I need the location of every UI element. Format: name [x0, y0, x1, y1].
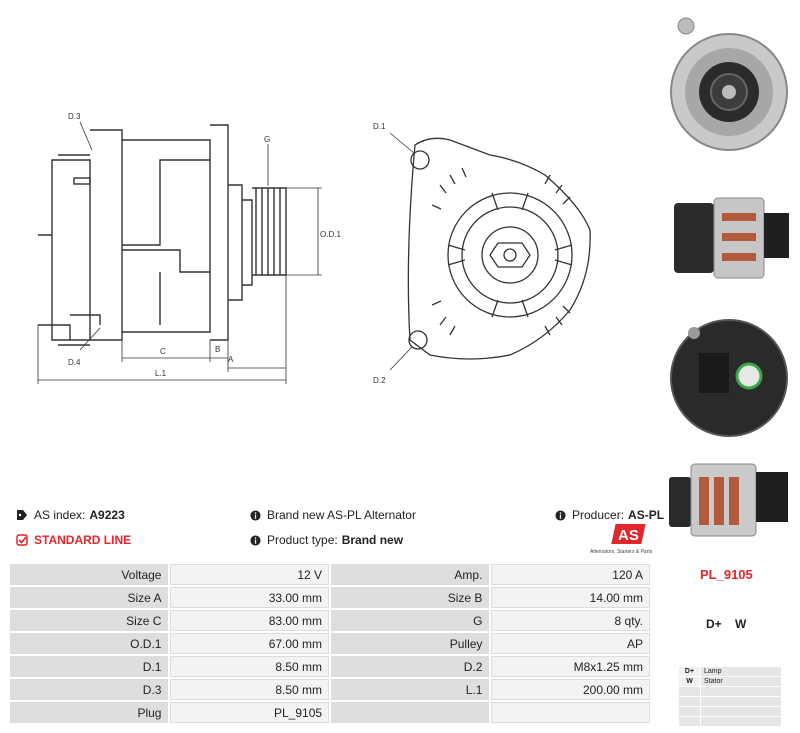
table-row: O.D.1 67.00 mm Pulley AP: [10, 633, 650, 654]
spec-label: L.1: [331, 679, 490, 700]
spec-label: Plug: [10, 702, 169, 723]
terminal-key: D+: [678, 666, 701, 677]
terminal-desc: [700, 706, 782, 717]
terminal-key: [678, 686, 701, 697]
standard-line-badge: STANDARD LINE: [16, 533, 131, 547]
label-c: C: [160, 347, 166, 356]
label-a: A: [228, 355, 234, 364]
spec-value: 8.50 mm: [170, 679, 330, 700]
description-row: Brand new AS-PL Alternator: [250, 508, 416, 522]
terminal-desc: Lamp: [700, 666, 782, 677]
spec-label: Pulley: [331, 633, 490, 654]
spec-label: Size B: [331, 587, 490, 608]
table-row: D.3 8.50 mm L.1 200.00 mm: [10, 679, 650, 700]
terminals-title: D+ W: [706, 617, 747, 631]
spec-value: 8 qty.: [491, 610, 650, 631]
spec-label: Size A: [10, 587, 169, 608]
terminal-desc: [700, 716, 782, 727]
producer-value: AS-PL: [628, 508, 665, 522]
product-photo-front: [664, 4, 794, 174]
label-b: B: [215, 345, 220, 354]
spec-value: 200.00 mm: [491, 679, 650, 700]
label-d3: D.3: [68, 112, 81, 121]
table-row: Size A 33.00 mm Size B 14.00 mm: [10, 587, 650, 608]
front-view-drawing: D.1 D.2: [373, 122, 591, 385]
label-d1: D.1: [373, 122, 386, 131]
spec-label: D.2: [331, 656, 490, 677]
terminal-key: [678, 696, 701, 707]
table-row: Voltage 12 V Amp. 120 A: [10, 564, 650, 585]
spec-value: 120 A: [491, 564, 650, 585]
label-d4: D.4: [68, 358, 81, 367]
product-type-value: Brand new: [341, 533, 404, 547]
spec-label: Voltage: [10, 564, 169, 585]
spec-value: 33.00 mm: [170, 587, 330, 608]
logo-tagline: Alternators, Starters & Parts: [590, 549, 653, 555]
terminal-key: [678, 706, 701, 717]
table-row: [678, 686, 782, 697]
spec-value: AP: [491, 633, 650, 654]
producer-label: Producer:: [572, 508, 625, 522]
as-index-value: A9223: [89, 508, 125, 522]
description-text: Brand new AS-PL Alternator: [267, 508, 416, 522]
spec-value: 12 V: [170, 564, 330, 585]
check-square-icon: [16, 534, 28, 546]
specs-table: Voltage 12 V Amp. 120 A Size A 33.00 mm …: [8, 562, 652, 725]
part-code: PL_9105: [700, 567, 753, 582]
table-row: D.1 8.50 mm D.2 M8x1.25 mm: [10, 656, 650, 677]
terminal-key: [678, 716, 701, 727]
table-row: [678, 696, 782, 707]
table-row: Size C 83.00 mm G 8 qty.: [10, 610, 650, 631]
as-index-row: AS index: A9223: [16, 508, 125, 522]
spec-label: D.1: [10, 656, 169, 677]
product-photo-angle: [664, 452, 794, 547]
label-od1: O.D.1: [320, 230, 341, 239]
as-index-label: AS index:: [34, 508, 86, 522]
spec-value: PL_9105: [170, 702, 330, 723]
spec-label: G: [331, 610, 490, 631]
standard-line-label: STANDARD LINE: [34, 533, 132, 547]
spec-value: 8.50 mm: [170, 656, 330, 677]
label-l1: L.1: [155, 369, 167, 378]
as-pl-logo: AS Alternators, Starters & Parts: [590, 524, 653, 555]
table-row: [678, 706, 782, 717]
label-g: G: [264, 135, 270, 144]
info-icon: [555, 509, 566, 521]
label-d2: D.2: [373, 376, 386, 385]
info-icon: [250, 509, 261, 521]
spec-value: 83.00 mm: [170, 610, 330, 631]
spec-value: [491, 702, 650, 723]
terminal-key: W: [678, 676, 701, 687]
table-row: [678, 716, 782, 727]
spec-label: O.D.1: [10, 633, 169, 654]
terminals-table: D+ Lamp W Stator: [678, 666, 782, 727]
terminal-desc: [700, 696, 782, 707]
spec-label: [331, 702, 490, 723]
tag-icon: [17, 510, 27, 520]
logo-mark: AS: [618, 527, 639, 544]
table-row: W Stator: [678, 676, 782, 687]
spec-label: Size C: [10, 610, 169, 631]
spec-value: M8x1.25 mm: [491, 656, 650, 677]
product-type-row: Product type: Brand new: [250, 533, 403, 547]
spec-label: Amp.: [331, 564, 490, 585]
info-icon: [250, 534, 261, 546]
product-photo-side: [664, 178, 794, 293]
spec-label: D.3: [10, 679, 169, 700]
terminal-desc: Stator: [700, 676, 782, 687]
product-photo-rear: [664, 298, 794, 448]
terminal-desc: [700, 686, 782, 697]
spec-value: 67.00 mm: [170, 633, 330, 654]
producer-row: Producer: AS-PL: [555, 508, 664, 522]
product-type-label: Product type:: [267, 533, 338, 547]
table-row: D+ Lamp: [678, 666, 782, 677]
side-view-drawing: D.3 D.4 G O.D.1 C B A L.1: [37, 112, 341, 384]
table-row: Plug PL_9105: [10, 702, 650, 723]
spec-value: 14.00 mm: [491, 587, 650, 608]
